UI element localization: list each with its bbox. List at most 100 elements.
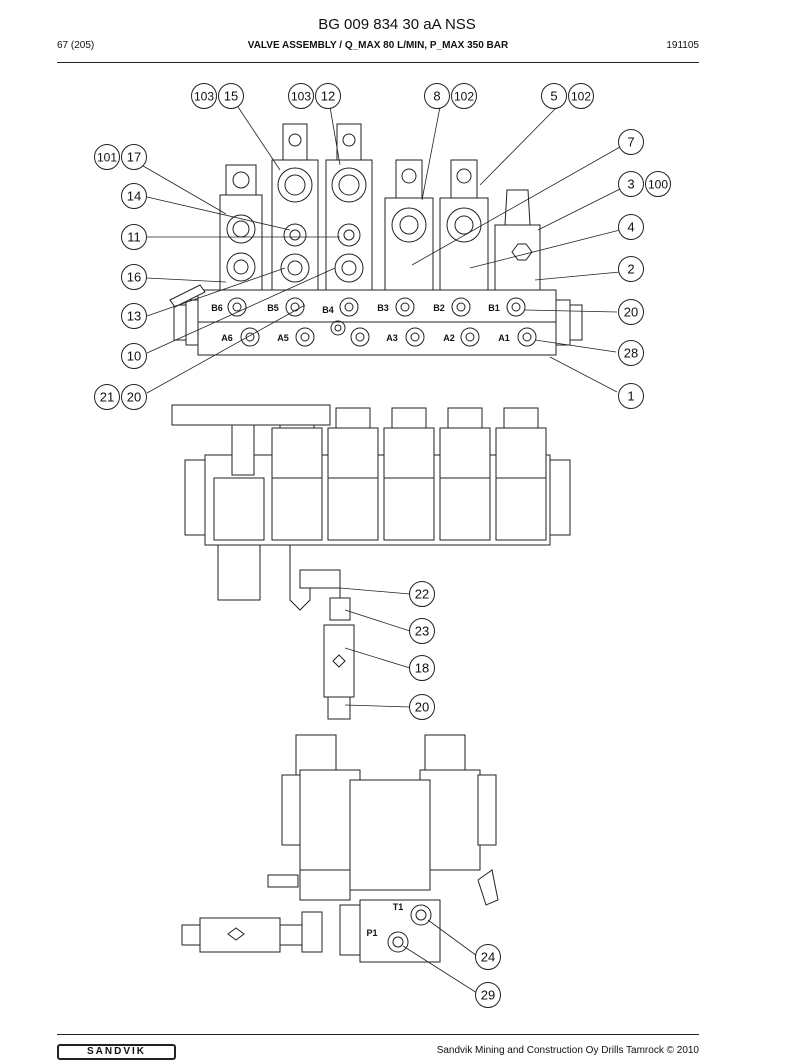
callout-circle-c2 [618,256,644,282]
callout-circle-c16 [121,264,147,290]
page-number: 67 (205) [57,40,95,51]
callout-circle-c14 [121,183,147,209]
callout-label-c13: 13 [127,309,141,324]
callout-circle-c102a [451,83,477,109]
callout-circle-c28 [618,340,644,366]
port-label-a3: A3 [386,333,398,343]
callout-label-c16: 16 [127,270,141,285]
valve-section-1 [494,189,541,291]
valve-section-5 [271,123,319,291]
callout-circle-c8 [424,83,450,109]
callout-circle-c17 [121,144,147,170]
filter-assembly [323,597,355,720]
leader-lines-bottom [402,919,478,994]
leader-lines-top [137,106,623,394]
callout-circle-c29 [475,982,501,1008]
manifold-ports [169,284,537,347]
header-rule [57,62,699,63]
callout-label-c102b: 102 [571,90,591,104]
callout-label-c103b: 103 [291,90,311,104]
middle-assembly [171,404,571,611]
callout-label-c14: 14 [127,189,141,204]
callout-label-c4: 4 [627,220,634,235]
port-label-b6: B6 [211,303,223,313]
callout-label-c28: 28 [624,346,638,361]
callout-circle-c20c [409,694,435,720]
callout-label-c7: 7 [627,135,634,150]
callout-label-c101: 101 [97,151,117,165]
callout-circle-c10 [121,343,147,369]
port-label-a6: A6 [221,333,233,343]
assembly-title: VALVE ASSEMBLY / Q_MAX 80 L/MIN, P_MAX 3… [247,40,509,51]
callout-label-c1: 1 [627,389,634,404]
callout-circle-c102b [568,83,594,109]
callout-label-c100: 100 [648,178,668,192]
callout-circle-c4 [618,214,644,240]
callout-circle-c103a [191,83,217,109]
callout-label-c17: 17 [127,150,141,165]
callout-circle-c5 [541,83,567,109]
callout-label-c22: 22 [415,587,429,602]
port-label-b5: B5 [267,303,279,313]
callout-label-c21: 21 [100,390,114,405]
callout-circle-c18 [409,655,435,681]
callout-label-c2: 2 [627,262,634,277]
callout-label-c5: 5 [550,89,557,104]
port-label-t1: T1 [393,902,404,912]
callout-label-c10: 10 [127,349,141,364]
callout-circle-c12 [315,83,341,109]
document-title: BG 009 834 30 aA NSS [318,16,476,33]
callout-circle-c3 [618,171,644,197]
port-label-b3: B3 [377,303,389,313]
callout-circle-c100 [645,171,671,197]
port-label-a1: A1 [498,333,510,343]
callout-circle-c20b [121,384,147,410]
port-label-a5: A5 [277,333,289,343]
callout-circle-c15 [218,83,244,109]
port-label-b4: B4 [322,305,334,315]
callout-label-c103a: 103 [194,90,214,104]
callout-circle-c103b [288,83,314,109]
callout-circle-c24 [475,944,501,970]
callout-label-c15: 15 [224,89,238,104]
sandvik-logo: SANDVIK [57,1044,176,1060]
callout-label-c20a: 20 [624,305,638,320]
copyright-notice: Sandvik Mining and Construction Oy Drill… [436,1045,699,1056]
valve-section-4 [325,123,373,291]
callout-circle-c11 [121,224,147,250]
callout-circle-c1 [618,383,644,409]
callout-label-c11: 11 [127,230,141,245]
callout-circle-c22 [409,581,435,607]
callout-label-c3: 3 [627,177,634,192]
document-code: 191105 [666,40,699,51]
callout-circle-c20a [618,299,644,325]
callout-label-c24: 24 [481,950,495,965]
callout-label-c29: 29 [481,988,495,1003]
bottom-assembly [181,734,499,963]
manifold-block [173,289,583,356]
callout-circle-c7 [618,129,644,155]
callout-label-c12: 12 [321,89,335,104]
callout-label-c20b: 20 [127,390,141,405]
callout-label-c20c: 20 [415,700,429,715]
callout-label-c8: 8 [433,89,440,104]
callout-circle-c23 [409,618,435,644]
port-label-b2: B2 [433,303,445,313]
callout-circle-c21 [94,384,120,410]
callout-circle-c101 [94,144,120,170]
port-label-p1: P1 [366,928,377,938]
callout-label-c102a: 102 [454,90,474,104]
callout-circle-c13 [121,303,147,329]
footer-rule [57,1034,699,1035]
leader-lines-middle [339,587,411,708]
port-label-b1: B1 [488,303,500,313]
callout-label-c23: 23 [415,624,429,639]
valve-section-3 [384,159,434,291]
valve-section-2 [439,159,489,291]
valve-section-6 [219,164,263,291]
callout-label-c18: 18 [415,661,429,676]
header-row: 67 (205) VALVE ASSEMBLY / Q_MAX 80 L/MIN… [57,40,699,56]
